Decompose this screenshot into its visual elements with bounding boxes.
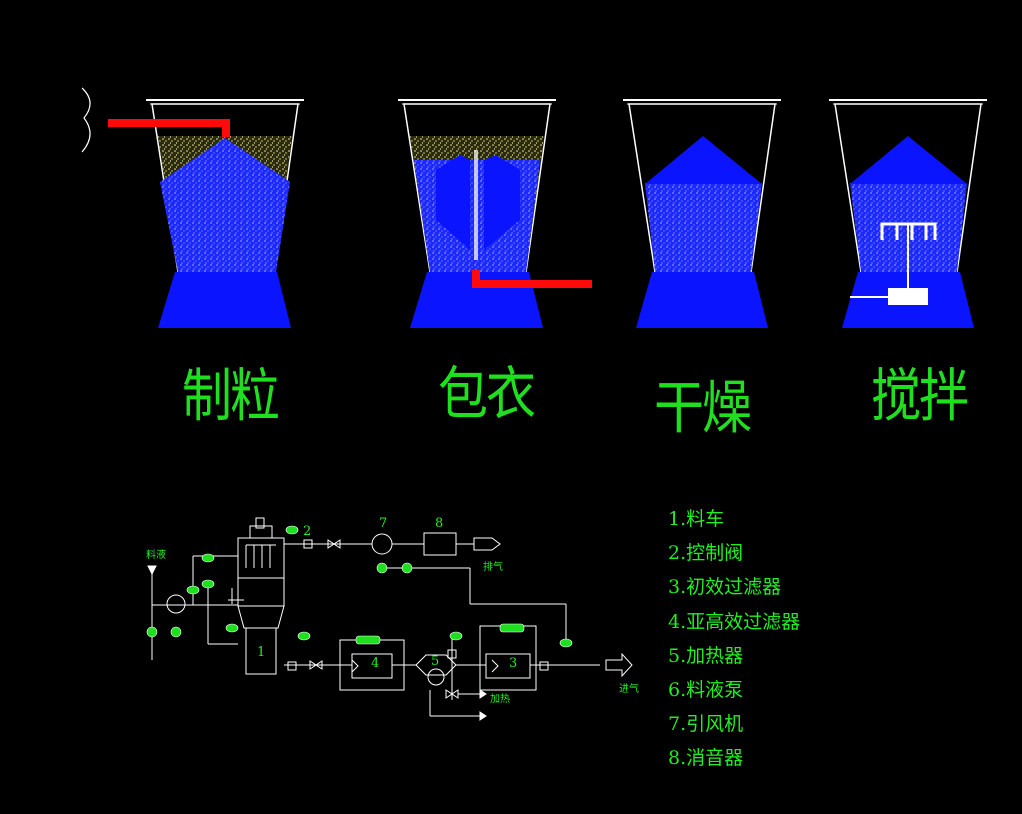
stage-drying-vessel bbox=[623, 99, 781, 328]
stage-label-coating: 包衣 bbox=[438, 360, 536, 428]
stage-coating-vessel bbox=[398, 99, 592, 328]
schematic-label-feed: 料液 bbox=[146, 550, 166, 561]
schematic-number-3: 3 bbox=[509, 656, 518, 671]
schematic-number-4: 4 bbox=[371, 656, 380, 671]
stirrer-icon bbox=[880, 222, 937, 292]
process-schematic bbox=[147, 517, 633, 721]
legend-item: 2.控制阀 bbox=[668, 542, 744, 565]
stage-label-drying: 干燥 bbox=[654, 374, 752, 442]
stage-granulation-vessel bbox=[81, 87, 304, 328]
stage-label-granulation: 制粒 bbox=[182, 362, 280, 430]
legend-item: 8.消音器 bbox=[668, 747, 744, 770]
schematic-number-8: 8 bbox=[435, 516, 444, 531]
stage-stirring-vessel bbox=[829, 99, 987, 328]
stage-label-stirring: 搅拌 bbox=[871, 362, 969, 430]
schematic-number-5: 5 bbox=[431, 654, 440, 669]
legend-item: 5.加热器 bbox=[668, 644, 744, 667]
instrument-icons bbox=[146, 525, 573, 648]
schematic-label-exhaust: 排气 bbox=[483, 562, 503, 573]
legend-item: 4.亚高效过滤器 bbox=[668, 610, 801, 633]
legend-item: 6.料液泵 bbox=[668, 678, 744, 701]
legend-item: 3.初效过滤器 bbox=[668, 576, 782, 599]
legend-item: 1.料车 bbox=[668, 508, 725, 530]
schematic-number-2: 2 bbox=[303, 524, 312, 539]
schematic-label-heating: 加热 bbox=[490, 694, 510, 705]
schematic-number-7: 7 bbox=[379, 516, 388, 531]
schematic-number-1: 1 bbox=[257, 645, 266, 660]
legend: 1.料车 2.控制阀 3.初效过滤器 4.亚高效过滤器 5.加热器 6.料液泵 … bbox=[668, 505, 800, 779]
legend-item: 7.引风机 bbox=[668, 713, 744, 736]
schematic-label-intake: 进气 bbox=[619, 684, 639, 695]
